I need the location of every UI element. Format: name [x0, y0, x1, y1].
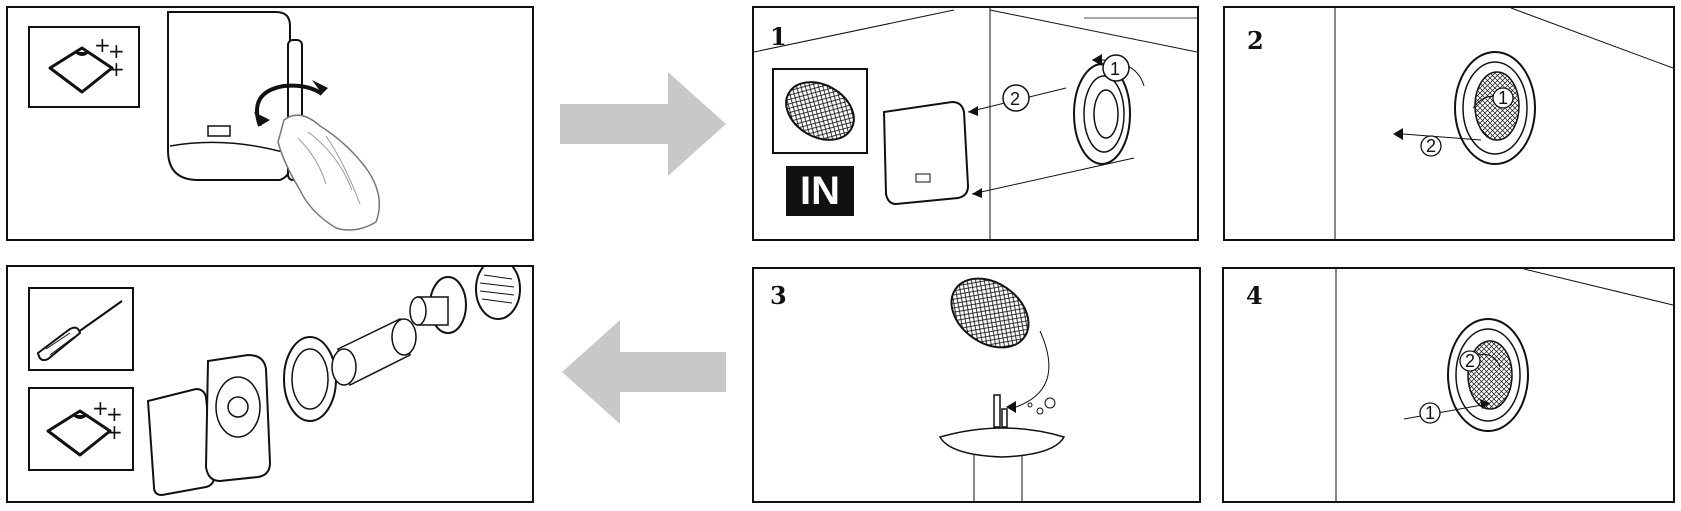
- panel-step-1: 1 2 1 IN: [752, 6, 1199, 241]
- wipe-illustration: [167, 11, 381, 231]
- cleaning-sparkle-icon: + + +: [48, 33, 125, 94]
- next-arrow-left: [562, 320, 726, 424]
- svg-text:+: +: [106, 402, 123, 426]
- callout-2: 2: [1465, 351, 1475, 371]
- svg-text:+: +: [92, 396, 109, 420]
- callout-1: 1: [1498, 88, 1508, 108]
- cleaning-icon-box: + + +: [28, 387, 134, 471]
- callout-1: 1: [1425, 403, 1435, 423]
- step-3-illustration: [938, 277, 1066, 501]
- panel-wipe-unit: + + +: [6, 6, 534, 241]
- panel-step-3: 3: [752, 267, 1201, 503]
- cleaning-sparkle-icon: + + +: [46, 396, 123, 457]
- svg-text:+: +: [108, 57, 125, 81]
- rotate-arrow-icon: [255, 83, 324, 127]
- panel-exploded-view: + + +: [6, 265, 534, 503]
- step-2-illustration: 1 2: [1334, 8, 1673, 239]
- svg-text:+: +: [108, 39, 125, 63]
- cleaning-icon-box: + + +: [28, 26, 140, 108]
- callout-2: 2: [1426, 136, 1436, 156]
- in-badge: IN: [786, 166, 854, 216]
- exploded-parts-illustration: [146, 267, 521, 497]
- callout-2: 2: [1010, 89, 1020, 109]
- panel-step-2: 1 2 2: [1223, 6, 1675, 241]
- svg-text:+: +: [94, 33, 111, 57]
- callout-1: 1: [1110, 59, 1120, 79]
- screwdriver-icon-box: [28, 287, 134, 371]
- step-number: 4: [1246, 281, 1263, 310]
- filter-icon-box: [772, 68, 868, 154]
- step-4-illustration: 2 1: [1335, 269, 1673, 501]
- step-1-illustration: 1 2: [754, 8, 1197, 239]
- next-arrow-right: [560, 72, 726, 176]
- step-number: 3: [770, 281, 787, 310]
- panel-step-4: 2 1 4: [1222, 267, 1675, 503]
- cloth-icon: [277, 114, 381, 231]
- step-number: 2: [1247, 26, 1264, 55]
- svg-text:+: +: [106, 420, 123, 444]
- screwdriver-icon: [36, 300, 123, 362]
- step-number: 1: [770, 22, 787, 51]
- filter-mesh-icon: [785, 81, 855, 141]
